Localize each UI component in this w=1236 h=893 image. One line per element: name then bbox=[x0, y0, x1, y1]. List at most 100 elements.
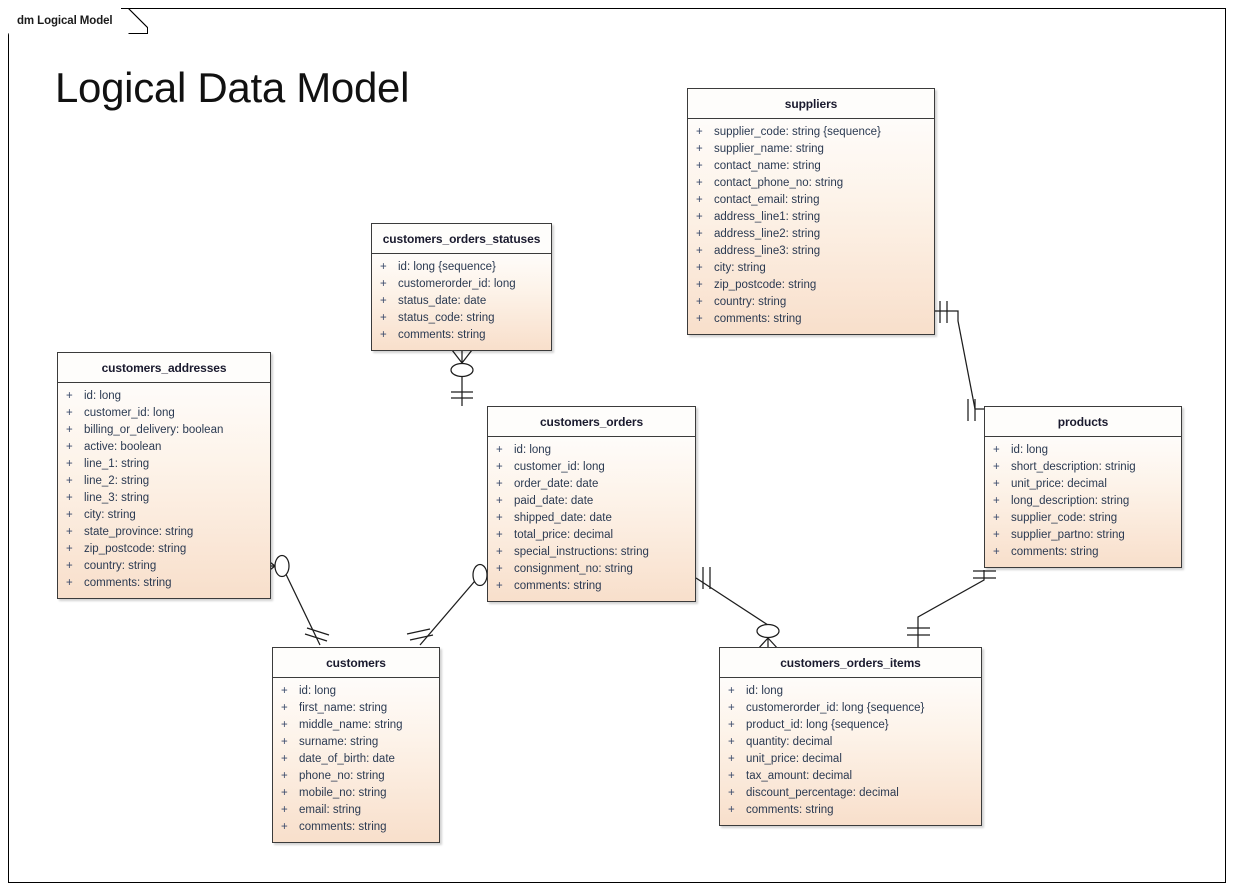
attribute-row[interactable]: +comments: string bbox=[720, 802, 981, 819]
attribute-row[interactable]: +contact_name: string bbox=[688, 158, 934, 175]
attribute-row[interactable]: +id: long {sequence} bbox=[372, 259, 551, 276]
attribute-row[interactable]: +id: long bbox=[985, 442, 1181, 459]
attribute-row[interactable]: +total_price: decimal bbox=[488, 527, 695, 544]
attribute-row[interactable]: +contact_phone_no: string bbox=[688, 175, 934, 192]
attribute-row[interactable]: + short_description: strinig bbox=[985, 459, 1181, 476]
attribute-row[interactable]: +unit_price: decimal bbox=[985, 476, 1181, 493]
attribute-row[interactable]: +address_line2: string bbox=[688, 226, 934, 243]
attribute-row[interactable]: +city: string bbox=[58, 507, 270, 524]
attribute-row[interactable]: +comments: string bbox=[58, 575, 270, 592]
attribute-label: first_name: string bbox=[299, 702, 388, 714]
visibility-public-icon: + bbox=[496, 563, 503, 575]
attribute-row[interactable]: +special_instructions: string bbox=[488, 544, 695, 561]
attribute-row[interactable]: +unit_price: decimal bbox=[720, 751, 981, 768]
attribute-label: unit_price: decimal bbox=[746, 753, 842, 765]
attribute-row[interactable]: +email: string bbox=[273, 802, 439, 819]
attribute-row[interactable]: +quantity: decimal bbox=[720, 734, 981, 751]
attribute-label: id: long bbox=[514, 444, 552, 456]
visibility-public-icon: + bbox=[993, 461, 1000, 473]
attribute-row[interactable]: +comments: string bbox=[985, 544, 1181, 561]
attribute-row[interactable]: +address_line3: string bbox=[688, 243, 934, 260]
attribute-row[interactable]: +customerorder_id: long {sequence} bbox=[720, 700, 981, 717]
entity-customers_orders_items[interactable]: customers_orders_items +id: long+customer… bbox=[719, 647, 982, 826]
attribute-row[interactable]: +supplier_code: string {sequence} bbox=[688, 124, 934, 141]
attribute-label: long_description: string bbox=[1011, 495, 1130, 507]
attribute-row[interactable]: +product_id: long {sequence} bbox=[720, 717, 981, 734]
attribute-list-customers_addresses: +id: long+customer_id: long+billing_or_d… bbox=[58, 383, 270, 598]
attribute-row[interactable]: +comments: string bbox=[273, 819, 439, 836]
attribute-row[interactable]: +contact_email: string bbox=[688, 192, 934, 209]
attribute-row[interactable]: +line_3: string bbox=[58, 490, 270, 507]
attribute-row[interactable]: +middle_name: string bbox=[273, 717, 439, 734]
attribute-row[interactable]: +status_date: date bbox=[372, 293, 551, 310]
attribute-row[interactable]: +state_province: string bbox=[58, 524, 270, 541]
attribute-list-customers: +id: long+first_name: string+middle_name… bbox=[273, 678, 439, 842]
attribute-row[interactable]: +customerorder_id: long bbox=[372, 276, 551, 293]
attribute-row[interactable]: +status_code: string bbox=[372, 310, 551, 327]
visibility-public-icon: + bbox=[281, 821, 288, 833]
attribute-row[interactable]: +zip_postcode: string bbox=[688, 277, 934, 294]
attribute-row[interactable]: +mobile_no: string bbox=[273, 785, 439, 802]
attribute-row[interactable]: +comments: string bbox=[488, 578, 695, 595]
attribute-row[interactable]: +order_date: date bbox=[488, 476, 695, 493]
attribute-row[interactable]: +id: long bbox=[58, 388, 270, 405]
attribute-row[interactable]: +date_of_birth: date bbox=[273, 751, 439, 768]
attribute-label: city: string bbox=[84, 509, 136, 521]
attribute-row[interactable]: +surname: string bbox=[273, 734, 439, 751]
visibility-public-icon: + bbox=[66, 577, 73, 589]
attribute-label: mobile_no: string bbox=[299, 787, 387, 799]
attribute-label: address_line1: string bbox=[714, 211, 821, 223]
attribute-row[interactable]: +city: string bbox=[688, 260, 934, 277]
attribute-row[interactable]: +line_1: string bbox=[58, 456, 270, 473]
attribute-row[interactable]: +billing_or_delivery: boolean bbox=[58, 422, 270, 439]
attribute-row[interactable]: +tax_amount: decimal bbox=[720, 768, 981, 785]
attribute-row[interactable]: +long_description: string bbox=[985, 493, 1181, 510]
attribute-row[interactable]: +supplier_partno: string bbox=[985, 527, 1181, 544]
attribute-row[interactable]: +comments: string bbox=[372, 327, 551, 344]
entity-customers_orders[interactable]: customers_orders+id: long+customer_id: l… bbox=[487, 406, 696, 602]
attribute-row[interactable]: +customer_id: long bbox=[488, 459, 695, 476]
attribute-row[interactable]: +shipped_date: date bbox=[488, 510, 695, 527]
attribute-row[interactable]: +supplier_name: string bbox=[688, 141, 934, 158]
attribute-row[interactable]: +phone_no: string bbox=[273, 768, 439, 785]
attribute-label: id: long bbox=[299, 685, 337, 697]
tab-label: dm Logical Model bbox=[17, 14, 113, 27]
attribute-row[interactable]: +address_line1: string bbox=[688, 209, 934, 226]
attribute-row[interactable]: +id: long bbox=[488, 442, 695, 459]
attribute-row[interactable]: +zip_postcode: string bbox=[58, 541, 270, 558]
entity-suppliers[interactable]: suppliers+supplier_code: string {sequenc… bbox=[687, 88, 935, 335]
attribute-label: middle_name: string bbox=[299, 719, 403, 731]
attribute-row[interactable]: +id: long bbox=[273, 683, 439, 700]
visibility-public-icon: + bbox=[728, 685, 735, 697]
attribute-row[interactable]: +consignment_no: string bbox=[488, 561, 695, 578]
attribute-row[interactable]: +country: string bbox=[58, 558, 270, 575]
visibility-public-icon: + bbox=[696, 126, 703, 138]
attribute-label: short_description: strinig bbox=[1011, 461, 1136, 473]
attribute-label: supplier_partno: string bbox=[1011, 529, 1125, 541]
attribute-label: customerorder_id: long bbox=[398, 278, 516, 290]
attribute-list-suppliers: +supplier_code: string {sequence}+suppli… bbox=[688, 119, 934, 334]
visibility-public-icon: + bbox=[696, 228, 703, 240]
attribute-label: address_line3: string bbox=[714, 245, 821, 257]
entity-name-customers_orders_items: customers_orders_items bbox=[720, 648, 981, 678]
attribute-row[interactable]: +active: boolean bbox=[58, 439, 270, 456]
attribute-row[interactable]: +paid_date: date bbox=[488, 493, 695, 510]
attribute-row[interactable]: +comments: string bbox=[688, 311, 934, 328]
visibility-public-icon: + bbox=[281, 736, 288, 748]
visibility-public-icon: + bbox=[66, 424, 73, 436]
entity-customers_addresses[interactable]: customers_addresses+id: long+customer_id… bbox=[57, 352, 271, 599]
attribute-row[interactable]: +customer_id: long bbox=[58, 405, 270, 422]
attribute-label: id: long bbox=[1011, 444, 1049, 456]
attribute-label: contact_phone_no: string bbox=[714, 177, 844, 189]
attribute-row[interactable]: +supplier_code: string bbox=[985, 510, 1181, 527]
entity-customers_orders_statuses[interactable]: customers_orders_statuses+id: long {sequ… bbox=[371, 223, 552, 351]
attribute-row[interactable]: +line_2: string bbox=[58, 473, 270, 490]
attribute-row[interactable]: +id: long bbox=[720, 683, 981, 700]
entity-name-customers_orders: customers_orders bbox=[488, 407, 695, 437]
attribute-row[interactable]: +country: string bbox=[688, 294, 934, 311]
entity-products[interactable]: products+id: long+short_description: str… bbox=[984, 406, 1182, 568]
attribute-row[interactable]: +discount_percentage: decimal bbox=[720, 785, 981, 802]
entity-customers[interactable]: customers+id: long+first_name: string+mi… bbox=[272, 647, 440, 843]
attribute-row[interactable]: +first_name: string bbox=[273, 700, 439, 717]
